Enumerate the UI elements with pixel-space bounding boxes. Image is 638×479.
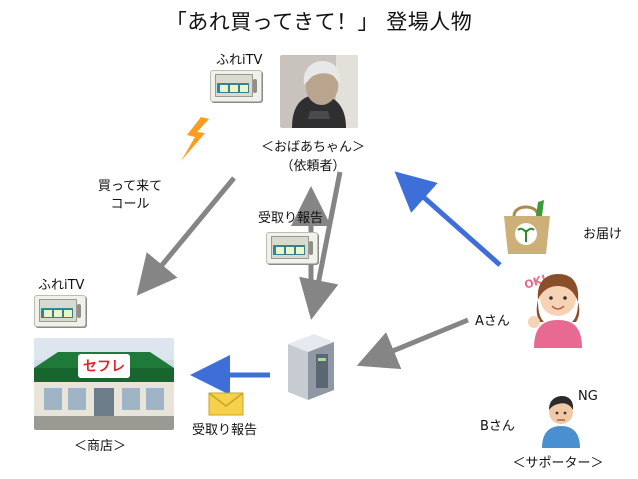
tv-label-left: ふれiTV [38,278,85,293]
person-b-icon [542,396,580,448]
person-a-label: Aさん [475,314,510,329]
receipt-report-label-bottom: 受取り報告 [192,423,258,438]
arrow-deliver-to-grandma [394,171,502,267]
store-sign: セフレ [83,359,125,375]
tv-label-top: ふれiTV [216,53,263,68]
call-label-line1: 買って来て [97,179,163,194]
bag-icon [504,200,550,254]
lightning-icon [181,117,209,161]
arrow-grandma-to-server [299,171,343,320]
person-a-icon: OK! [523,272,582,348]
requester-label: （依頼者） [280,159,346,174]
tv-icon [210,70,262,102]
store-photo: セフレ [34,338,174,430]
ng-label: NG [578,389,598,404]
page-title: 「あれ買ってきて！」 登場人物 [165,10,473,34]
store-label: ＜商店＞ [73,439,126,454]
server-icon [288,334,334,400]
tv-icon-mid [266,232,318,264]
person-b-label: Bさん [480,419,515,434]
receipt-report-label-top: 受取り報告 [258,211,324,226]
arrow-a-to-server [356,317,469,370]
call-label-line2: コール [110,197,150,212]
deliver-label: お届け [583,227,623,242]
tv-icon-left [34,295,86,327]
supporter-label: ＜サポーター＞ [512,456,604,471]
arrow-call-to-store [136,176,236,296]
envelope-icon [208,392,244,416]
grandma-label: ＜おばあちゃん＞ [260,140,365,155]
grandma-photo [280,55,358,128]
